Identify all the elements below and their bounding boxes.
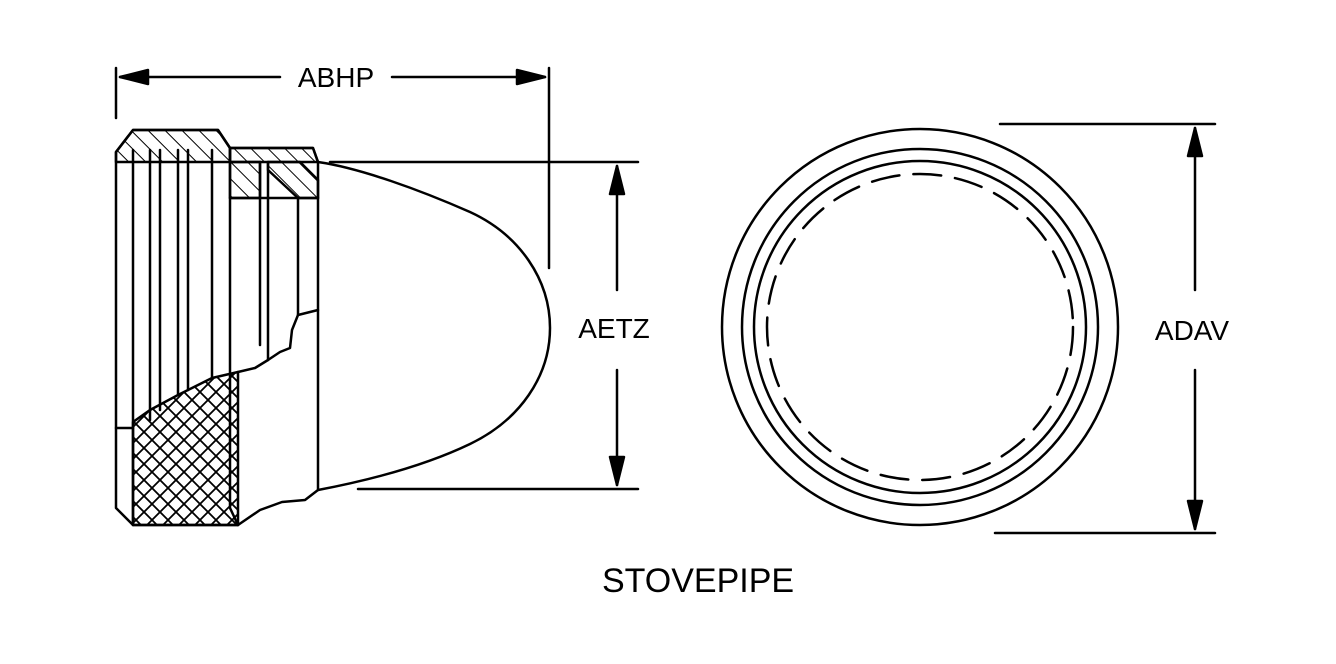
ferrule-side [228,146,320,527]
dimension-abhp [114,66,551,270]
drawing-title: STOVEPIPE [602,562,794,600]
knurled-nut-side [114,128,240,527]
dimension-label-abhp: ABHP [298,62,374,93]
dimension-adav [993,122,1217,535]
dome-cap-side [316,160,552,492]
dimension-label-adav: ADAV [1155,315,1229,346]
dimension-aetz [328,160,640,491]
end-view-rings [720,127,1120,527]
dimension-label-aetz: AETZ [578,313,650,344]
